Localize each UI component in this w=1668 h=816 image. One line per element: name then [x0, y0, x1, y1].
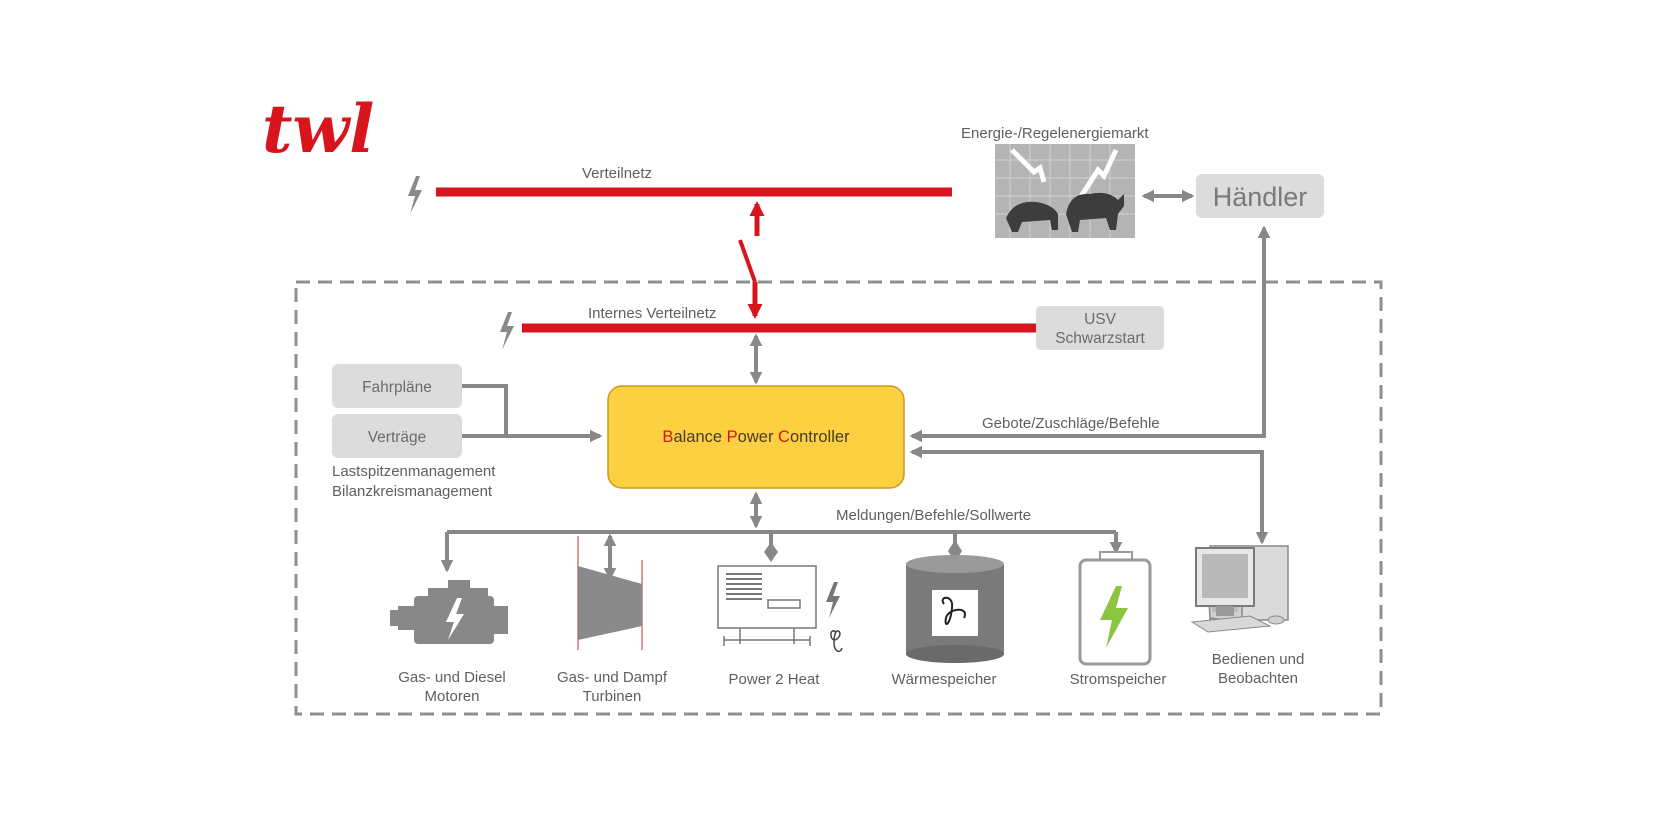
usv-box: USV Schwarzstart	[1036, 306, 1164, 350]
bilanzkreis-label: Bilanzkreismanagement	[332, 483, 493, 500]
computer-icon	[1190, 545, 1289, 633]
usv-label-line2: Schwarzstart	[1055, 330, 1145, 347]
turbine-label-line2: Turbinen	[583, 688, 642, 705]
waerme-label: Wärmespeicher	[891, 671, 996, 688]
turbine-label-line1: Gas- und Dampf	[557, 669, 668, 686]
lastspitzen-label: Lastspitzenmanagement	[332, 463, 496, 480]
engine-icon	[390, 580, 508, 644]
twl-logo: twl	[262, 90, 374, 168]
fahrplaene-box: Fahrpläne	[332, 364, 462, 408]
vertraege-label: Verträge	[368, 429, 427, 446]
bedienen-label-line1: Bedienen und	[1212, 651, 1305, 668]
strom-label: Stromspeicher	[1070, 671, 1167, 688]
bedienen-label-line2: Beobachten	[1218, 670, 1298, 687]
meldungen-label: Meldungen/Befehle/Sollwerte	[836, 507, 1031, 524]
verteilnetz-label: Verteilnetz	[582, 165, 652, 182]
motor-label-line2: Motoren	[424, 688, 479, 705]
lightning-icon-verteilnetz	[408, 176, 422, 214]
grid-switch	[738, 201, 765, 319]
controller-label: Balance Power Controller	[662, 428, 850, 446]
balance-power-controller: Balance Power Controller	[607, 385, 905, 489]
haendler-label: Händler	[1213, 182, 1308, 212]
usv-label-line1: USV	[1084, 311, 1117, 328]
market-bull-bear-icon	[995, 144, 1135, 238]
turbine-icon	[577, 536, 643, 650]
gebote-connector	[909, 225, 1271, 443]
motor-label-line1: Gas- und Diesel	[398, 669, 506, 686]
internes-verteilnetz-label: Internes Verteilnetz	[588, 305, 716, 322]
lightning-icon-intern	[500, 312, 514, 350]
system-boundary	[294, 280, 1383, 716]
market-label: Energie-/Regelenergiemarkt	[961, 125, 1149, 142]
power2heat-icon	[717, 565, 843, 653]
haendler-box: Händler	[1196, 174, 1324, 218]
p2h-connector-diamond	[764, 542, 778, 562]
p2h-label: Power 2 Heat	[729, 671, 821, 688]
logo-text: twl	[262, 90, 374, 168]
waermespeicher-icon	[906, 555, 1004, 663]
input-connector	[462, 384, 603, 443]
battery-icon	[1078, 551, 1152, 666]
gebote-label: Gebote/Zuschläge/Befehle	[982, 415, 1160, 432]
vertraege-box: Verträge	[332, 414, 462, 458]
fahrplaene-label: Fahrpläne	[362, 379, 432, 396]
bedienen-connector	[909, 445, 1269, 545]
